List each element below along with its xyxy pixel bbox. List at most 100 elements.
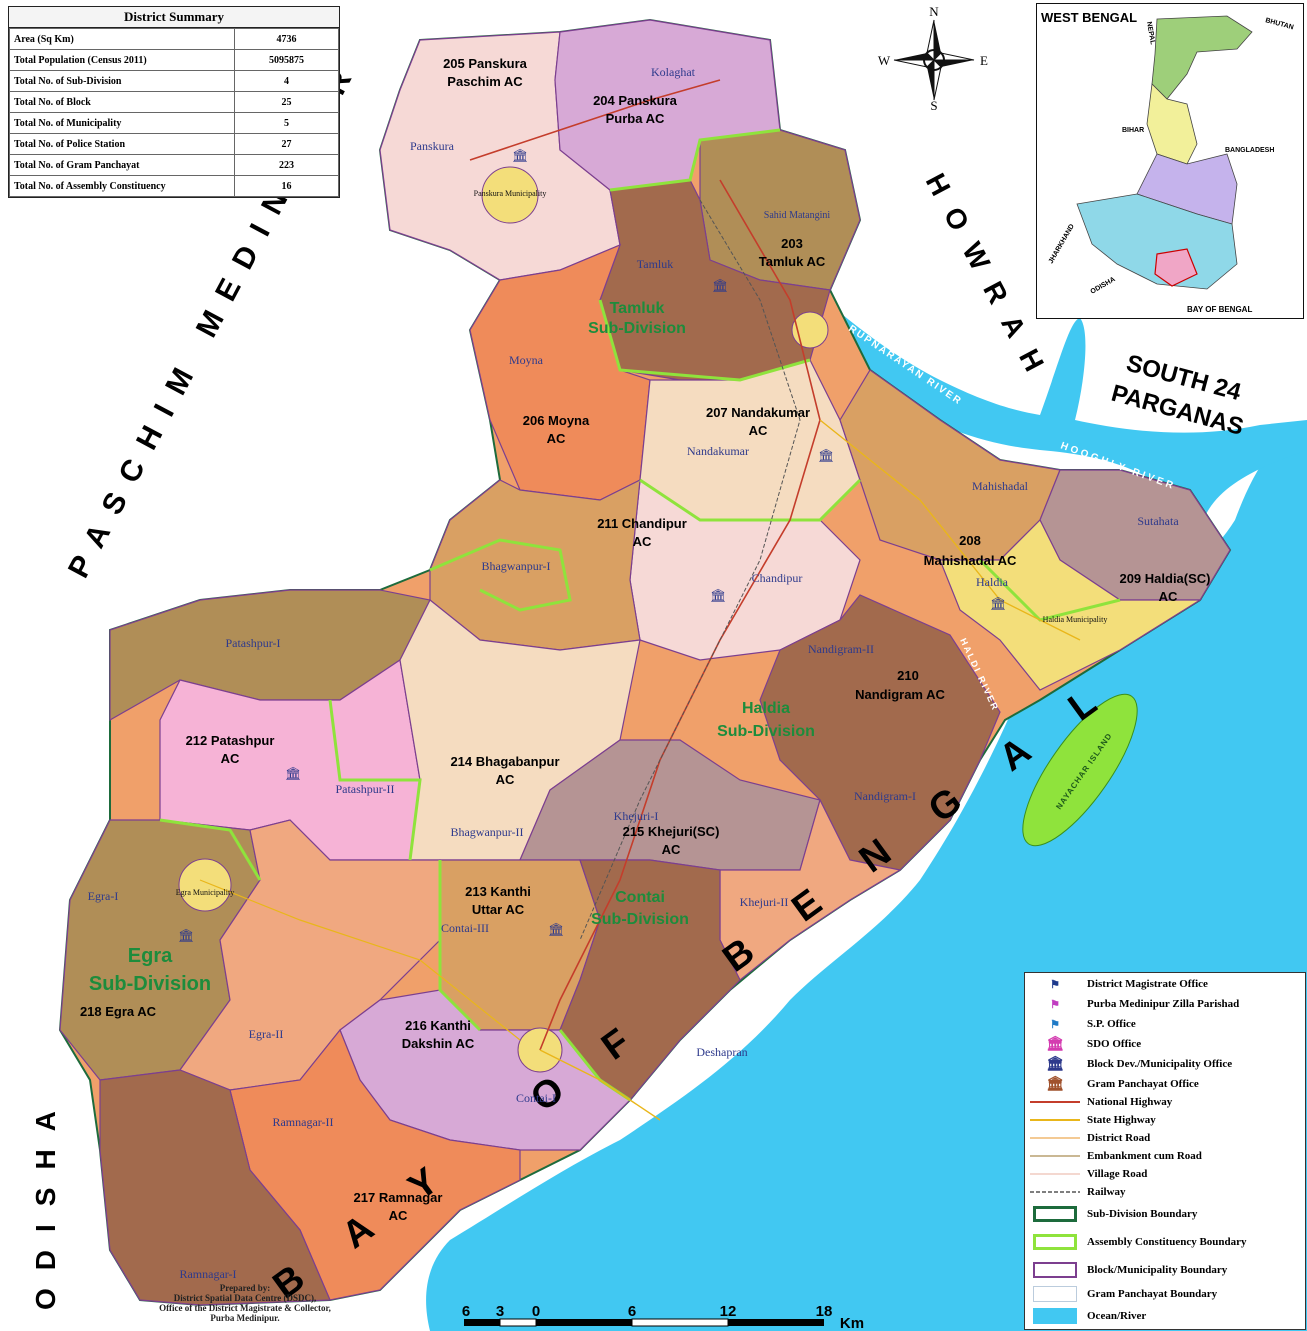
ac-label-215-l2: AC [662,842,681,857]
region-bhagwanpur-i [429,478,641,651]
inset-title: WEST BENGAL [1041,10,1138,25]
credit-line: Office of the District Magistrate & Coll… [159,1303,331,1313]
legend-label: Block Dev./Municipality Office [1087,1058,1233,1070]
legend-row: 🏛SDO Office [1029,1035,1141,1053]
region-nandigram [759,594,1001,871]
ac-label-215-l1: 215 Khejuri(SC) [623,824,720,839]
block-label-khejuri-ii: Khejuri-II [740,895,789,909]
compass-s: S [930,98,937,112]
region-ramnagar-i [99,1069,331,1306]
block-label-contai-iii: Contai-III [441,921,489,935]
legend-label: Sub-Division Boundary [1087,1208,1198,1220]
summary-value: 4 [234,70,339,92]
inset-state-south-b [1076,193,1238,290]
block-label-patashpur-i: Patashpur-I [225,636,280,650]
legend-row: Ocean/River [1029,1307,1146,1325]
ac-label-208-l2: Mahishadal AC [924,553,1017,568]
legend-label: Gram Panchayat Boundary [1087,1288,1218,1300]
block-labels: Panskura Kolaghat Sahid Matangini Tamluk… [88,65,1180,1281]
zilla-parishad-icon: ⚑ [1050,998,1060,1011]
block-label-sahid-matangini: Sahid Matangini [764,210,831,221]
block-label-mahishadal: Mahishadal [972,479,1029,493]
ac-label-204-l1: 204 Panskura [593,93,678,108]
summary-label: Total No. of Block [9,91,235,113]
block-label-deshapran: Deshapran [696,1045,747,1059]
block-office-icon: 🏛 [712,278,729,294]
ac-label-217-l1: 217 Ramnagar [354,1190,443,1205]
summary-value: 25 [234,91,339,113]
table-row: Total Population (Census 2011)5095875 [9,49,339,71]
panskura-municipality-area [481,166,539,224]
tamluk-municipality-area [791,311,829,349]
block-label-panskura: Panskura [410,139,455,153]
inset-label-jharkhand: JHARKHAND [1048,223,1076,265]
legend-row: Sub-Division Boundary [1029,1205,1197,1223]
ac-label-214-l1: 214 Bhagabanpur [450,754,559,769]
block-label-khejuri-i: Khejuri-I [614,809,659,823]
ac-label-205-l1: 205 Panskura [443,56,528,71]
ac-boundary-swatch [1033,1234,1077,1250]
muni-label-panskura: Panskura Municipality [474,189,547,198]
ac-label-205-l2: Paschim AC [447,74,523,89]
gram-panchayat-icon: 🏛 [1046,1076,1064,1092]
sp-office-icon: ⚑ [1050,1018,1060,1031]
block-office-icon: 🏛 [512,148,529,164]
scale-unit: Km [840,1315,864,1330]
village-road-line-icon [1030,1173,1080,1175]
inset-label-bay: BAY OF BENGAL [1187,305,1252,314]
scale-tick: 6 [462,1303,470,1320]
legend-row: Gram Panchayat Boundary [1029,1285,1217,1303]
subdiv-label-egra-l2: Sub-Division [89,973,211,995]
ac-label-206-l1: 206 Moyna [523,413,590,428]
inset-label-bihar: BIHAR [1122,127,1144,134]
legend-label: Purba Medinipur Zilla Parishad [1087,998,1240,1010]
block-office-icon: 🏛 [548,922,565,938]
block-label-patashpur-ii: Patashpur-II [335,782,394,796]
inset-label-nepal: NEPAL [1145,21,1156,46]
ac-label-210-l1: 210 [897,668,919,683]
municipality-labels: Panskura Municipality Haldia Municipalit… [176,189,1108,897]
subdiv-label-haldia-l2: Sub-Division [717,723,815,740]
summary-label: Total No. of Municipality [9,112,235,134]
table-row: Area (Sq Km)4736 [9,28,339,50]
ac-label-203-l1: 203 [781,236,803,251]
inset-map-graphic: BHUTAN NEPAL BIHAR BANGLADESH JHARKHAND … [1048,15,1294,314]
legend-row: District Road [1029,1129,1150,1147]
legend-row: ⚑S.P. Office [1029,1015,1136,1033]
block-label-haldia: Haldia [976,575,1009,589]
ac-label-210-l2: Nandigram AC [855,687,945,702]
muni-label-egra: Egra Municipality [176,888,234,897]
compass-e: E [980,53,988,68]
legend-label: Railway [1087,1186,1126,1198]
block-label-contai-i: Contai-I [516,1091,556,1105]
ac-label-204-l2: Purba AC [606,111,665,126]
legend-label: SDO Office [1087,1038,1142,1050]
ac-label-209-l1: 209 Haldia(SC) [1119,571,1210,586]
subdiv-label-tamluk-l2: Sub-Division [588,320,686,337]
legend-row: Assembly Constituency Boundary [1029,1233,1247,1251]
legend-row: Village Road [1029,1165,1147,1183]
legend-label: District Magistrate Office [1087,978,1208,990]
scale-tick: 6 [628,1303,636,1320]
summary-label: Total Population (Census 2011) [9,49,235,71]
legend-row: ⚑District Magistrate Office [1029,975,1208,993]
legend-label: Ocean/River [1087,1310,1147,1322]
summary-value: 5 [234,112,339,134]
block-office-icon: 🏛 [1046,1056,1064,1072]
subdiv-label-contai-l2: Sub-Division [591,911,689,928]
ac-labels: 205 Panskura Paschim AC 204 Panskura Pur… [80,56,1211,1223]
subdiv-label-haldia-l1: Haldia [742,700,790,717]
block-label-bhagwanpur-ii: Bhagwanpur-II [450,825,523,839]
subdiv-label-contai-l1: Contai [615,889,665,906]
block-label-bhagwanpur-i: Bhagwanpur-I [481,559,550,573]
block-label-ramnagar-i: Ramnagar-I [179,1267,236,1281]
block-label-nandigram-ii: Nandigram-II [808,642,874,656]
block-label-tamluk: Tamluk [637,257,674,271]
credit-line: District Spatial Data Centre (DSDC), [173,1293,317,1303]
block-label-egra-i: Egra-I [88,889,119,903]
gp-boundary-swatch [1033,1286,1077,1302]
